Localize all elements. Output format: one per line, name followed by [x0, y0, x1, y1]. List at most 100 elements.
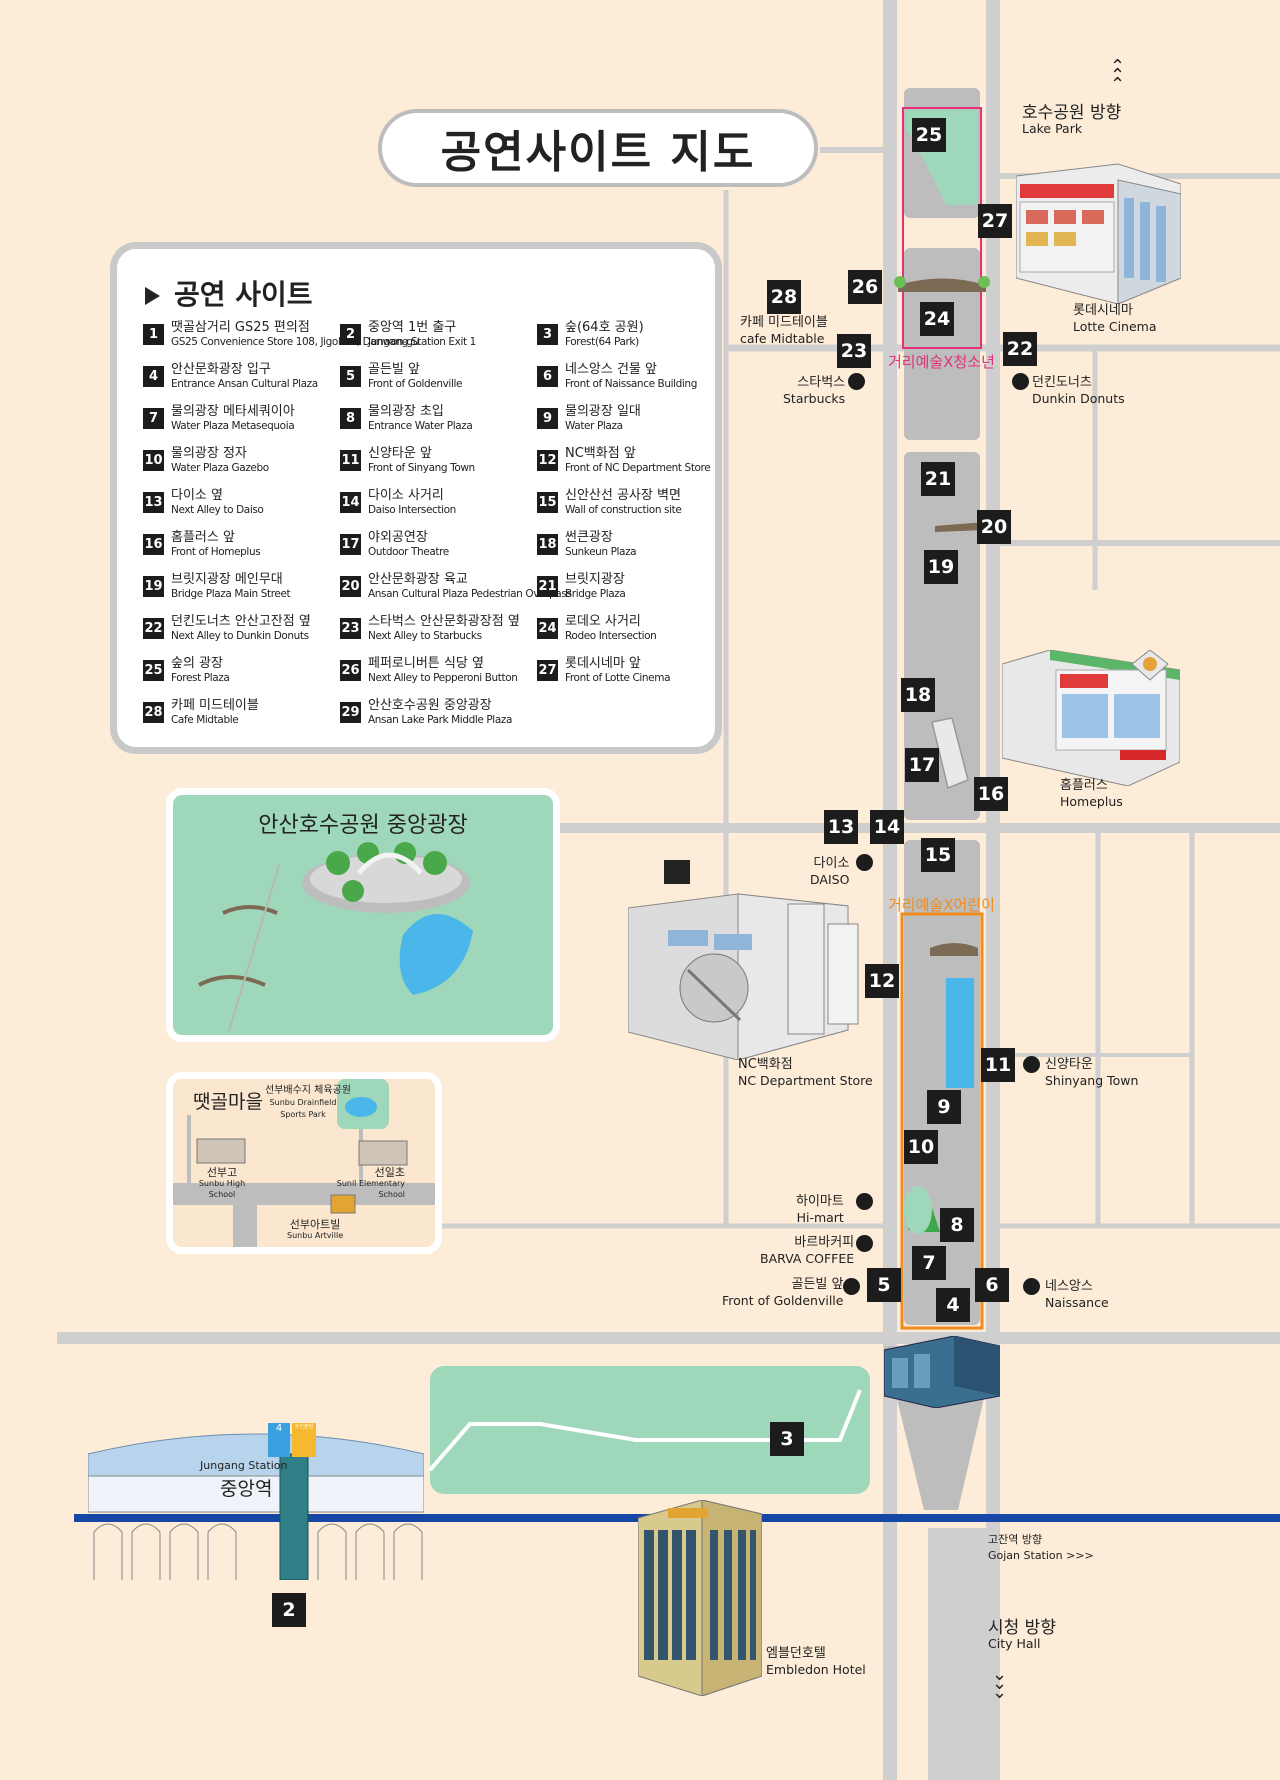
- site-marker-22[interactable]: 22: [1003, 332, 1037, 366]
- village-roads: [173, 1079, 435, 1247]
- legend-item-number: 24: [537, 618, 558, 639]
- down-arrow-icon: ⌄⌄⌄: [992, 1664, 1008, 1703]
- legend-item-number: 20: [340, 576, 361, 597]
- jungang-station-en-label: Jungang Station: [200, 1459, 288, 1472]
- site-marker-5[interactable]: 5: [867, 1268, 901, 1302]
- barva-coffee-dot: [856, 1235, 873, 1252]
- site-marker-21[interactable]: 21: [921, 462, 955, 496]
- site-marker-26[interactable]: 26: [848, 270, 882, 304]
- legend-item-name-en: Forest Plaza: [171, 672, 230, 684]
- site-marker-4[interactable]: 4: [936, 1288, 970, 1322]
- lake-park-panel-title: 안산호수공원 중앙광장: [258, 813, 468, 838]
- forest-64-park: [430, 1366, 870, 1494]
- legend-item-number: 12: [537, 450, 558, 471]
- site-marker-15[interactable]: 15: [921, 838, 955, 872]
- legend-item-number: 21: [537, 576, 558, 597]
- barva-coffee-label: 바르바커피 BARVA COFFEE: [760, 1235, 855, 1266]
- shinyang-dot: [1023, 1056, 1040, 1073]
- village-panel: 땟골마을 선부배수지 체육공원 Sunbu Drainfield Sports …: [166, 1072, 442, 1254]
- embledon-hotel-label: 엠블던호텔 Embledon Hotel: [766, 1646, 866, 1677]
- legend-item-name-en: Entrance Water Plaza: [368, 420, 473, 432]
- himart-label: 하이마트 Hi-mart: [796, 1194, 844, 1225]
- legend-item-name-ko: 다이소 옆: [171, 488, 223, 503]
- legend-item-name-en: Outdoor Theatre: [368, 546, 449, 558]
- site-marker-12[interactable]: 12: [865, 964, 899, 998]
- site-marker-25[interactable]: 25: [912, 118, 946, 152]
- site-marker-7[interactable]: 7: [912, 1246, 946, 1280]
- legend-item-name-ko: 다이소 사거리: [368, 488, 444, 503]
- legend-item-name-en: Wall of construction site: [565, 504, 682, 516]
- lake-park-direction-label: 호수공원 방향 Lake Park: [1022, 103, 1122, 137]
- legend-item-name-en: Bridge Plaza Main Street: [171, 588, 291, 600]
- legend-item-name-ko: 안산문화광장 입구: [171, 362, 271, 377]
- legend-item-number: 16: [143, 534, 164, 555]
- jungang-station-building: [88, 1433, 424, 1580]
- site-marker-10[interactable]: 10: [904, 1130, 938, 1164]
- site-marker-11[interactable]: 11: [981, 1048, 1015, 1082]
- site-marker-9[interactable]: 9: [927, 1090, 961, 1124]
- legend-item-name-ko: 물의광장 정자: [171, 446, 247, 461]
- site-marker-6[interactable]: 6: [975, 1268, 1009, 1302]
- site-marker-18[interactable]: 18: [901, 678, 935, 712]
- legend-item-number: 19: [143, 576, 164, 597]
- legend-item-name-en: Front of Naissance Building: [565, 378, 697, 390]
- site-marker-2[interactable]: 2: [272, 1593, 306, 1627]
- legend-item-name-ko: 브릿지광장 메인무대: [171, 572, 283, 587]
- legend-item-name-en: Front of Homeplus: [171, 546, 261, 558]
- legend-item-number: 10: [143, 450, 164, 471]
- legend-item-name-ko: 안산문화광장 육교: [368, 572, 468, 587]
- legend-item-number: 8: [340, 408, 361, 429]
- site-marker-27[interactable]: 27: [978, 204, 1012, 238]
- legend-item-name-en: Front of Lotte Cinema: [565, 672, 671, 684]
- legend-item-name-ko: 숲의 광장: [171, 656, 223, 671]
- legend-item-name-en: Water Plaza Gazebo: [171, 462, 269, 474]
- legend-item-name-ko: 신안산선 공사장 벽면: [565, 488, 681, 503]
- site-marker-14[interactable]: 14: [870, 810, 904, 844]
- himart-dot: [856, 1193, 873, 1210]
- site-marker-20[interactable]: 20: [977, 510, 1011, 544]
- legend-item-name-ko: 물의광장 일대: [565, 404, 641, 419]
- site-marker-23[interactable]: 23: [837, 334, 871, 368]
- village-panel-title: 땟골마을: [193, 1091, 263, 1113]
- lotte-cinema-label: 롯데시네마 Lotte Cinema: [1073, 303, 1157, 334]
- legend-item-name-en: Next Alley to Daiso: [171, 504, 264, 516]
- site-marker-28[interactable]: 28: [767, 280, 801, 314]
- legend-item-name-ko: 네스앙스 건물 앞: [565, 362, 657, 377]
- dunkin-label: 던킨도너츠 Dunkin Donuts: [1032, 375, 1125, 406]
- legend-item-number: 6: [537, 366, 558, 387]
- embledon-hotel-building: [638, 1500, 762, 1696]
- sunbu-park-label: 선부배수지 체육공원 Sunbu Drainfield Sports Park: [265, 1085, 351, 1119]
- legend-item-number: 29: [340, 702, 361, 723]
- site-marker-17[interactable]: 17: [905, 748, 939, 782]
- site-marker-3[interactable]: 3: [770, 1422, 804, 1456]
- legend-item-name-en: Water Plaza: [565, 420, 623, 432]
- site-marker-24[interactable]: 24: [920, 302, 954, 336]
- site-marker-19[interactable]: 19: [924, 550, 958, 584]
- site-marker-13[interactable]: 13: [824, 810, 858, 844]
- legend-item-name-ko: 던킨도너츠 안산고잔점 옆: [171, 614, 311, 629]
- site-marker-16[interactable]: 16: [974, 777, 1008, 811]
- bridge-icons: [894, 276, 990, 956]
- city-hall-direction-label: 시청 방향 City Hall: [988, 1618, 1056, 1652]
- water-plaza-pool: [946, 978, 974, 1088]
- legend-item-number: 23: [340, 618, 361, 639]
- legend-item-name-ko: 롯데시네마 앞: [565, 656, 641, 671]
- zone-youth-label: 거리예술X청소년: [888, 353, 995, 371]
- dunkin-dot: [1012, 373, 1029, 390]
- site-marker-8[interactable]: 8: [940, 1208, 974, 1242]
- legend-item-number: 28: [143, 702, 164, 723]
- legend-item-name-ko: 중앙역 1번 출구: [368, 320, 457, 335]
- outdoor-theatre: [931, 717, 969, 790]
